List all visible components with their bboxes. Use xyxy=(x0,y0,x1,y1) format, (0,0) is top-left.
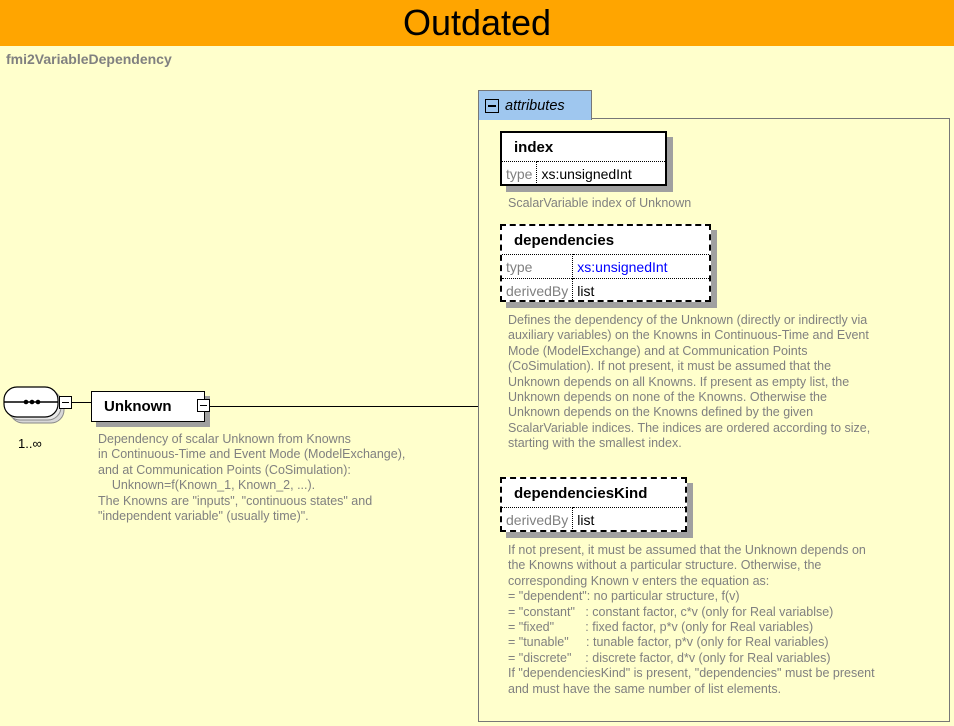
attribute-dependencieskind-derived-key: derivedBy xyxy=(502,507,574,531)
attribute-dependencies-derived-key: derivedBy xyxy=(502,278,574,302)
attributes-collapse-icon[interactable] xyxy=(485,98,499,113)
attributes-tab-label: attributes xyxy=(505,97,565,114)
attribute-dependencies-type-link[interactable]: xs:unsignedInt xyxy=(572,254,709,279)
attributes-tab[interactable]: attributes xyxy=(478,90,592,120)
connector-line xyxy=(72,402,91,403)
attribute-dependencies-description: Defines the dependency of the Unknown (d… xyxy=(508,313,871,451)
attribute-dependencieskind[interactable]: dependenciesKind derivedBy list xyxy=(500,477,687,532)
attribute-dependencies-derived-value: list xyxy=(572,278,709,302)
unknown-element-box[interactable]: Unknown xyxy=(91,391,205,422)
attribute-dependencies-type-key: type xyxy=(502,254,574,279)
attribute-index-type-value: xs:unsignedInt xyxy=(536,161,665,185)
outdated-banner: Outdated xyxy=(0,0,954,46)
attribute-dependencies-name: dependencies xyxy=(502,226,709,254)
sequence-cardinality: 1..∞ xyxy=(18,436,42,451)
attribute-dependencies[interactable]: dependencies type xs:unsignedInt derived… xyxy=(500,224,711,302)
attribute-index-description: ScalarVariable index of Unknown xyxy=(508,196,692,210)
element-name: fmi2VariableDependency xyxy=(6,51,172,67)
unknown-collapse-icon[interactable] xyxy=(197,399,210,412)
connector-line xyxy=(210,406,478,407)
sequence-compositor xyxy=(3,386,65,424)
attribute-dependencieskind-derived-value: list xyxy=(572,507,685,531)
attribute-dependencieskind-description: If not present, it must be assumed that … xyxy=(508,543,875,696)
unknown-description: Dependency of scalar Unknown from Knowns… xyxy=(98,432,406,524)
attribute-dependencieskind-name: dependenciesKind xyxy=(502,479,685,507)
attribute-index-name: index xyxy=(502,133,665,161)
unknown-element-name: Unknown xyxy=(104,398,172,415)
sequence-collapse-icon[interactable] xyxy=(59,396,72,409)
attribute-index[interactable]: index type xs:unsignedInt xyxy=(500,131,667,186)
attribute-index-type-key: type xyxy=(502,161,538,185)
attributes-panel xyxy=(478,118,950,722)
